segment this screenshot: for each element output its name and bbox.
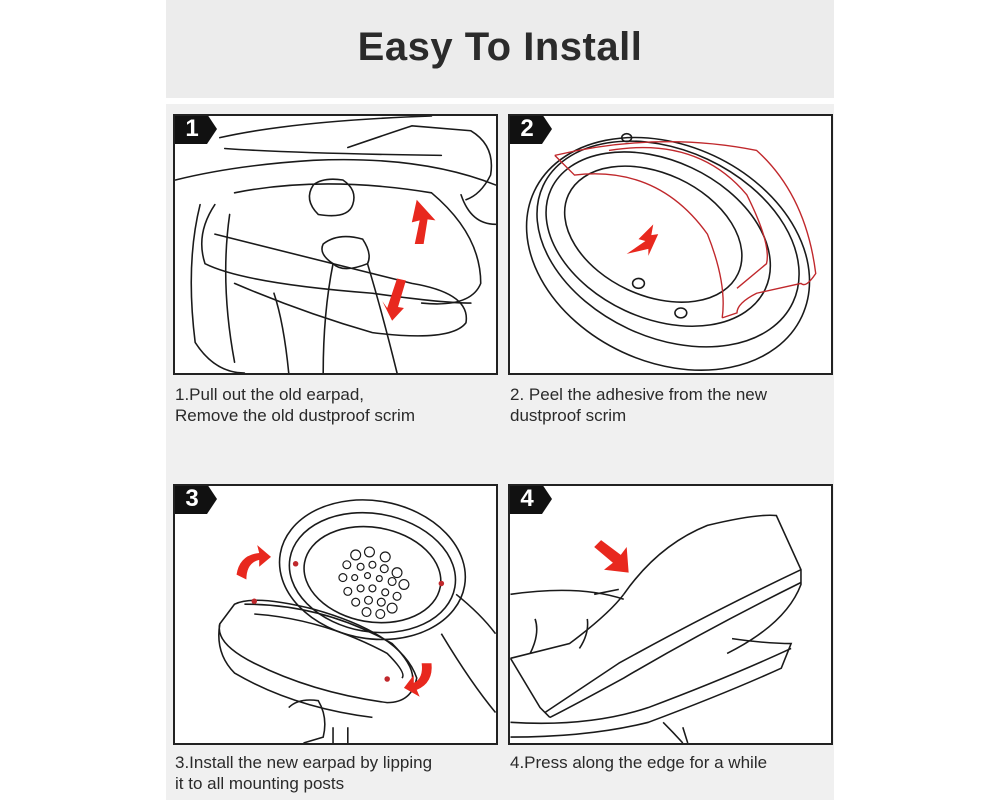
hands-earpad-icon bbox=[175, 116, 496, 373]
step-1-illustration: 1 bbox=[173, 114, 498, 375]
caption-line: 3.Install the new earpad by lipping bbox=[175, 753, 433, 772]
step-1-badge: 1 bbox=[175, 115, 217, 144]
step-1-number: 1 bbox=[185, 115, 199, 142]
step-2-number: 2 bbox=[520, 115, 534, 142]
caption-line: 4.Press along the edge for a while bbox=[510, 753, 768, 772]
page-title: Easy To Install bbox=[357, 24, 643, 69]
step-3-number: 3 bbox=[185, 485, 199, 512]
step-1-caption: 1.Pull out the old earpad, Remove the ol… bbox=[175, 384, 505, 426]
caption-line: dustproof scrim bbox=[510, 406, 627, 425]
title-band: Easy To Install bbox=[166, 0, 834, 98]
caption-line: Remove the old dustproof scrim bbox=[175, 406, 415, 425]
caption-line: 1.Pull out the old earpad, bbox=[175, 385, 365, 404]
earpad-speaker-icon bbox=[218, 499, 496, 743]
step-2-badge: 2 bbox=[510, 115, 552, 144]
earcup-scrim-icon bbox=[525, 132, 817, 371]
step-4-caption: 4.Press along the edge for a while bbox=[510, 752, 840, 773]
step-2-caption: 2. Peel the adhesive from the new dustpr… bbox=[510, 384, 840, 426]
press-earpad-icon bbox=[510, 514, 802, 743]
step-3-caption: 3.Install the new earpad by lipping it t… bbox=[175, 752, 505, 794]
divider bbox=[166, 98, 834, 104]
step-3-illustration: 3 bbox=[173, 484, 498, 745]
step-2-illustration: 2 bbox=[508, 114, 833, 375]
caption-line: it to all mounting posts bbox=[175, 774, 345, 793]
step-4-illustration: 4 bbox=[508, 484, 833, 745]
step-4-badge: 4 bbox=[510, 485, 552, 514]
caption-line: 2. Peel the adhesive from the new bbox=[510, 385, 768, 404]
step-4-number: 4 bbox=[520, 485, 534, 512]
step-3-badge: 3 bbox=[175, 485, 217, 514]
